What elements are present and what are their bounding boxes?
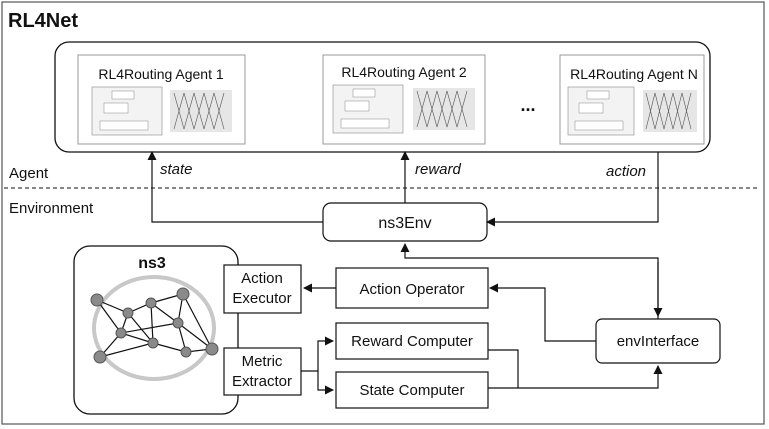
router-node bbox=[122, 307, 134, 319]
metric-extractor-line-1: Metric bbox=[242, 353, 283, 370]
action-arrow bbox=[486, 152, 659, 227]
metric-to-state-arrow bbox=[317, 371, 334, 395]
signal-action-label: action bbox=[606, 163, 646, 180]
signal-reward-label: reward bbox=[415, 161, 462, 178]
rl-loop-thumbnail bbox=[567, 86, 635, 136]
reward-computer-label: Reward Computer bbox=[351, 333, 473, 350]
agent-box-n: RL4Routing Agent N bbox=[559, 54, 705, 145]
network-topology-graphic bbox=[90, 275, 219, 381]
diagram-title: RL4Net bbox=[8, 10, 78, 32]
neural-net-thumbnail bbox=[413, 88, 475, 130]
action-operator-label: Action Operator bbox=[359, 281, 464, 298]
action-operator-box bbox=[335, 267, 489, 309]
rl-loop-thumbnail bbox=[332, 84, 404, 134]
state-arrow bbox=[147, 151, 323, 223]
router-node bbox=[90, 293, 104, 307]
router-node bbox=[93, 350, 107, 364]
neural-net-thumbnail bbox=[643, 90, 697, 132]
agents-ellipsis: ... bbox=[520, 95, 535, 115]
state-computer-label: State Computer bbox=[359, 382, 464, 399]
action-executor-box bbox=[223, 264, 302, 314]
envinterface-label: envInterface bbox=[617, 333, 700, 350]
reward-to-envinterface-line bbox=[488, 349, 519, 388]
signal-state-label: state bbox=[160, 161, 193, 178]
reward-computer-box bbox=[335, 322, 489, 360]
action-executor-line-1: Action bbox=[241, 270, 283, 287]
router-node bbox=[205, 342, 219, 356]
router-node bbox=[172, 317, 184, 329]
agent-box-1: RL4Routing Agent 1 bbox=[77, 54, 246, 145]
router-node bbox=[115, 327, 127, 339]
router-node bbox=[147, 337, 159, 349]
zone-label-environment: Environment bbox=[9, 200, 94, 217]
state-to-envinterface-arrow bbox=[488, 365, 663, 389]
metric-extractor-line-2: Extractor bbox=[232, 373, 292, 390]
metric-extractor-box bbox=[223, 347, 302, 396]
envinterface-to-action-operator-arrow bbox=[489, 283, 596, 342]
ns3-label: ns3 bbox=[138, 255, 166, 272]
state-computer-box bbox=[335, 371, 489, 409]
metric-to-reward-arrow bbox=[301, 336, 334, 372]
zone-label-agent: Agent bbox=[9, 165, 49, 182]
rl-loop-thumbnail bbox=[91, 86, 163, 136]
router-node bbox=[180, 346, 192, 358]
router-node bbox=[145, 297, 157, 309]
agent-label-n: RL4Routing Agent N bbox=[570, 66, 698, 82]
agent-label-2: RL4Routing Agent 2 bbox=[341, 64, 467, 80]
action-executor-line-2: Executor bbox=[232, 290, 291, 307]
router-node bbox=[176, 287, 190, 301]
neural-net-thumbnail bbox=[170, 90, 232, 132]
agent-label-1: RL4Routing Agent 1 bbox=[98, 66, 224, 82]
agent-box-2: RL4Routing Agent 2 bbox=[322, 54, 486, 145]
ns3env-label: ns3Env bbox=[378, 215, 431, 232]
